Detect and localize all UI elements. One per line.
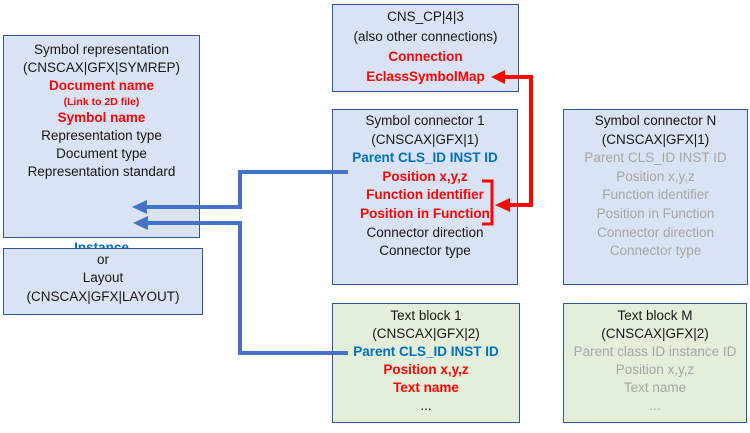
field-connection: Connection	[388, 49, 463, 64]
field-function-identifier: Function identifier	[366, 187, 484, 203]
ellipsis: ...	[420, 398, 432, 414]
field-position-in-function: Position in Function	[596, 205, 715, 221]
box-title: Layout	[82, 270, 124, 286]
layout-box: or Layout (CNSCAX|GFX|LAYOUT)	[3, 248, 203, 315]
ellipsis: ...	[649, 398, 661, 414]
field-parent-id: Parent CLS_ID INST ID	[353, 344, 499, 360]
field-connector-direction: Connector direction	[366, 224, 484, 240]
field-position-in-function: Position in Function	[360, 205, 490, 221]
field-parent-id: Parent CLS_ID INST ID	[584, 150, 727, 166]
field-connector-type: Connector type	[609, 243, 702, 259]
field-representation-standard: Representation standard	[27, 164, 176, 179]
field-connector-type: Connector type	[379, 243, 471, 259]
field-eclass-symbol-map: EclassSymbolMap	[366, 69, 485, 84]
field-text-name: Text name	[393, 380, 459, 396]
text-block-1-box: Text block 1 (CNSCAX|GFX|2) Parent CLS_I…	[332, 303, 520, 423]
field-function-identifier: Function identifier	[602, 187, 709, 203]
field-parent-id: Parent class ID instance ID	[573, 344, 737, 360]
field-position: Position x,y,z	[615, 362, 695, 378]
field-symbol-name: Symbol name	[57, 110, 146, 125]
field-link-note: (Link to 2D file)	[63, 96, 140, 108]
box-title: Text block 1	[390, 308, 462, 323]
symbol-connector-1-box: Symbol connector 1 (CNSCAX|GFX|1) Parent…	[332, 109, 518, 285]
box-title: Text block M	[617, 308, 693, 323]
box-subtitle: (CNSCAX|GFX|1)	[371, 131, 479, 147]
field-document-name: Document name	[48, 78, 155, 93]
box-subtitle: (CNSCAX|GFX|1)	[601, 131, 710, 147]
symbol-representation-box: Symbol representation (CNSCAX|GFX|SYMREP…	[3, 35, 200, 255]
box-title: Symbol connector N	[594, 113, 717, 128]
field-text-name: Text name	[623, 380, 687, 396]
symbol-connector-n-box: Symbol connector N (CNSCAX|GFX|1) Parent…	[563, 109, 748, 285]
box-title: Symbol representation	[33, 42, 170, 57]
cns-cp-box: CNS_CP|4|3 (also other connections) Conn…	[332, 4, 519, 92]
field-document-type: Document type	[56, 146, 147, 161]
box-subtitle: (CNSCAX|GFX|LAYOUT)	[26, 288, 180, 304]
field-connector-direction: Connector direction	[596, 224, 715, 240]
field-representation-type: Representation type	[41, 128, 162, 143]
box-subtitle: (CNSCAX|GFX|2)	[372, 326, 480, 342]
box-title: CNS_CP|4|3	[387, 9, 464, 24]
or-label: or	[96, 252, 109, 267]
field-position: Position x,y,z	[383, 362, 469, 378]
box-subtitle: (CNSCAX|GFX|SYMREP)	[22, 60, 181, 75]
field-parent-id: Parent CLS_ID INST ID	[352, 150, 498, 166]
field-position: Position x,y,z	[616, 168, 695, 184]
text-block-m-box: Text block M (CNSCAX|GFX|2) Parent class…	[563, 303, 747, 423]
box-subtitle: (CNSCAX|GFX|2)	[601, 326, 709, 342]
field-position: Position x,y,z	[382, 168, 468, 184]
box-subtitle: (also other connections)	[353, 29, 498, 44]
box-title: Symbol connector 1	[365, 113, 485, 128]
